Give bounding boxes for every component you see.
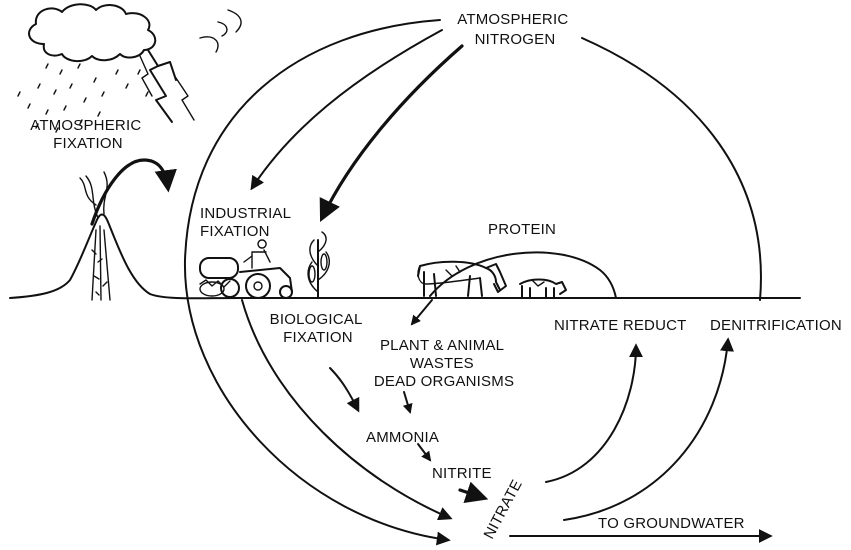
arrow-ammonia-to-nitrite (418, 444, 430, 460)
label-industrial-fixation: INDUSTRIAL FIXATION (200, 205, 295, 240)
arrow-to-denitrification (564, 340, 728, 520)
lightning-icon (140, 50, 194, 122)
label-nitrate: NITRATE (481, 477, 526, 542)
arrow-nitrite-to-nitrate (460, 490, 484, 498)
label-atmospheric-fixation: ATMOSPHERIC FIXATION (30, 117, 145, 152)
arrow-to-nitrate-reduct (546, 346, 636, 482)
label-atmospheric-nitrogen: ATMOSPHERIC NITROGEN (457, 11, 572, 48)
label-nitrate-reduct: NITRATE REDUCT (554, 317, 687, 334)
label-ammonia: AMMONIA (366, 429, 439, 446)
arrow-to-industrial (252, 30, 442, 188)
arrow-biological-to-ammonia (330, 368, 358, 410)
ground-line (10, 215, 800, 299)
arrow-wastes-to-ammonia (404, 392, 410, 412)
arrow-protein-to-wastes (412, 300, 432, 324)
corn-plant-icon (308, 232, 329, 298)
cycle-arc-right (582, 38, 761, 300)
label-to-groundwater: TO GROUNDWATER (598, 515, 745, 532)
label-denitrification: DENITRIFICATION (710, 317, 842, 334)
calf-icon (520, 280, 566, 299)
label-nitrite: NITRITE (432, 465, 492, 482)
label-biological-fixation: BIOLOGICAL FIXATION (270, 311, 367, 346)
label-protein: PROTEIN (488, 221, 556, 238)
cow-icon (418, 262, 506, 296)
arrow-to-biological (322, 46, 462, 218)
storm-cloud-icon (18, 4, 241, 132)
tractor-icon (200, 240, 292, 298)
label-plant-animal-wastes: PLANT & ANIMAL WASTES DEAD ORGANISMS (374, 337, 514, 390)
